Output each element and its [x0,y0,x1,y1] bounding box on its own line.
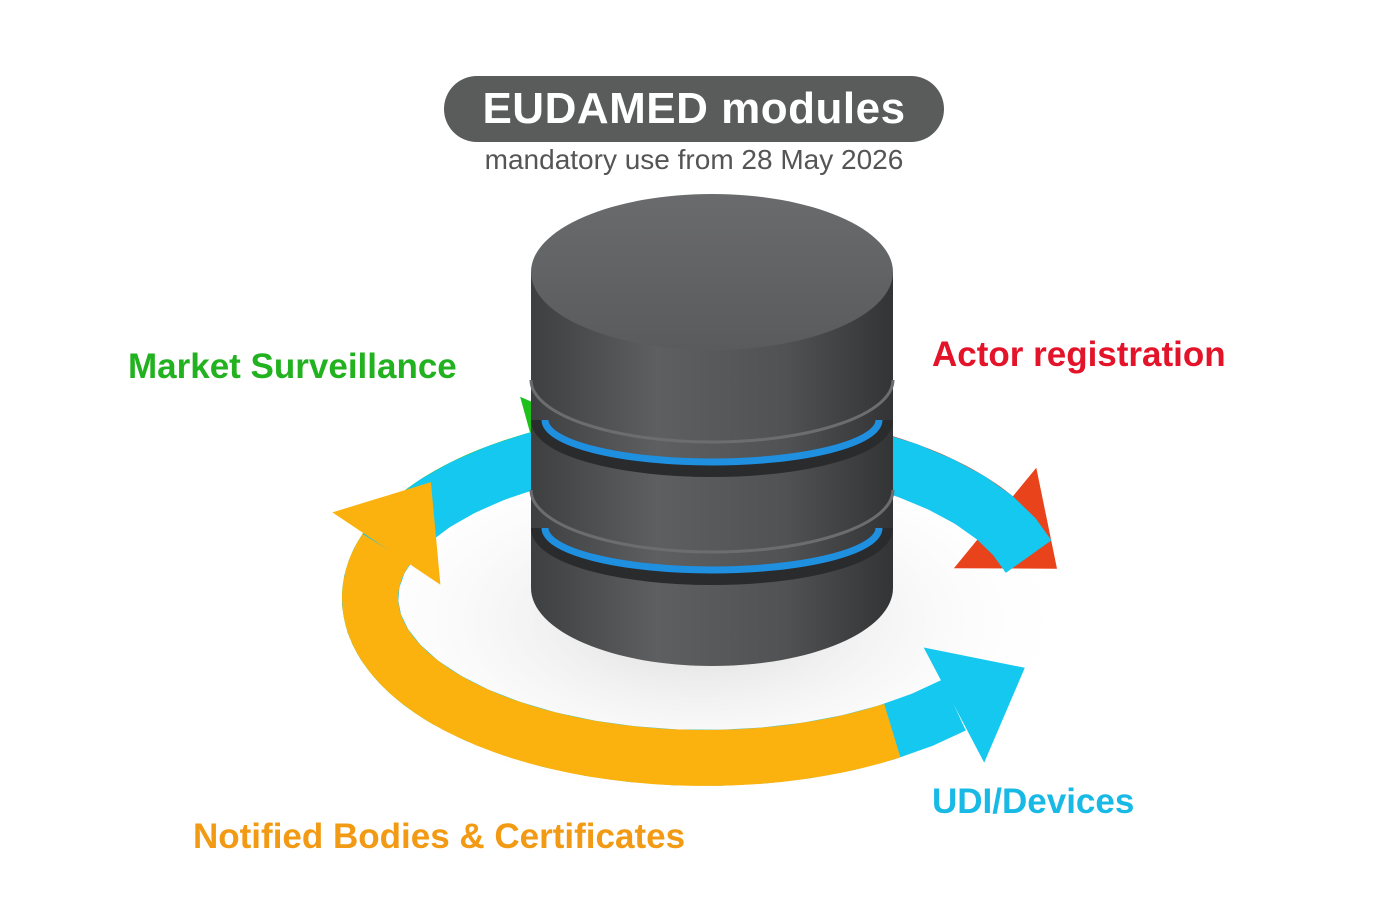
label-udi-devices: UDI/Devices [932,782,1135,821]
orange-arrow-body [341,534,901,786]
database-icon [529,194,895,666]
label-notified-bodies: Notified Bodies & Certificates [193,817,686,856]
blue-arrow-head [923,647,1025,763]
title-badge: EUDAMED modules [444,76,944,142]
orange-arrow-head [332,482,441,585]
subtitle: mandatory use from 28 May 2026 [484,144,904,175]
label-actor-registration: Actor registration [932,335,1226,374]
label-market-surveillance: Market Surveillance [128,347,457,386]
